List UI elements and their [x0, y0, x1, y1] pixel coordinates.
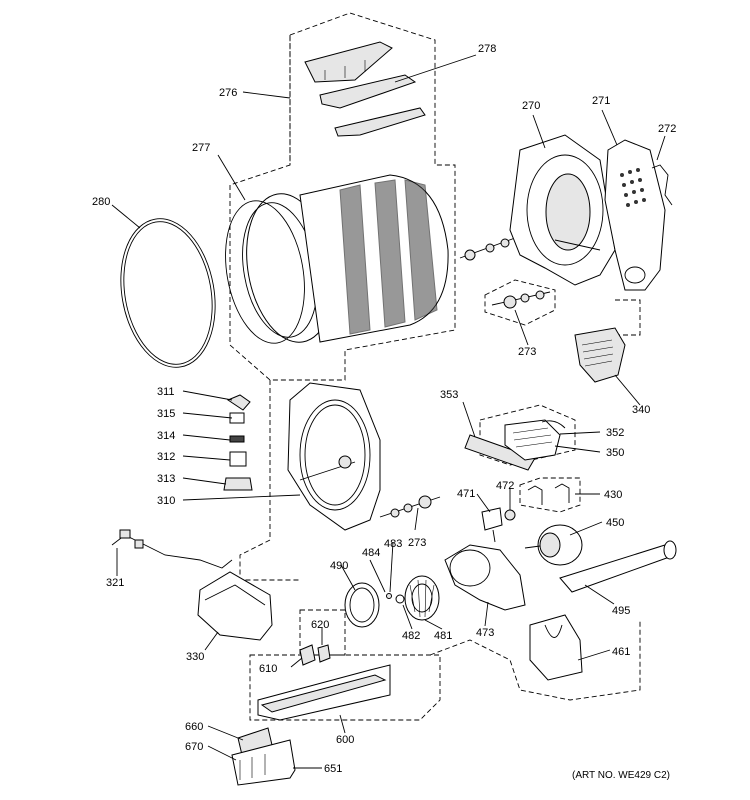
label-670: 670	[185, 741, 203, 753]
label-276: 276	[219, 87, 237, 99]
motor-bracket	[527, 483, 570, 505]
leader-lines	[111, 54, 666, 769]
label-330: 330	[186, 651, 204, 663]
rear-bulkhead	[509, 134, 616, 286]
label-271: 271	[592, 95, 610, 107]
label-312: 312	[157, 451, 175, 463]
label-313: 313	[157, 473, 175, 485]
blower-seal	[344, 582, 380, 628]
thermostat	[481, 507, 516, 543]
heater-assembly	[464, 419, 561, 471]
blower-housing	[444, 544, 526, 611]
label-651: 651	[324, 763, 342, 775]
heater-clip	[541, 420, 566, 429]
label-311: 311	[157, 386, 175, 398]
blower-wheel	[404, 575, 440, 621]
label-495: 495	[612, 605, 630, 617]
rear-bearing	[459, 237, 516, 261]
label-481: 481	[434, 630, 452, 642]
label-472: 472	[496, 480, 514, 492]
drum-baffles	[304, 41, 426, 137]
label-270: 270	[522, 100, 540, 112]
label-490: 490	[330, 560, 348, 572]
label-272: 272	[658, 123, 676, 135]
thermistor-wire	[651, 164, 673, 206]
label-321: 321	[106, 577, 124, 589]
nut	[386, 593, 392, 599]
exhaust-duct	[197, 571, 273, 641]
label-430: 430	[604, 489, 622, 501]
label-450: 450	[606, 517, 624, 529]
label-471: 471	[457, 488, 475, 500]
label-315: 315	[157, 408, 175, 420]
drive-motor	[524, 524, 583, 566]
bearing-kit-upper	[491, 290, 551, 309]
label-353: 353	[440, 389, 458, 401]
label-273-lower: 273	[408, 537, 426, 549]
washer	[395, 594, 405, 604]
label-314: 314	[157, 430, 175, 442]
label-600: 600	[336, 734, 354, 746]
duct-clips	[299, 644, 331, 666]
wire-harness	[111, 529, 233, 569]
drive-belt	[120, 218, 216, 368]
base-bracket	[231, 727, 296, 786]
label-273-upper: 273	[518, 346, 536, 358]
label-277: 277	[192, 142, 210, 154]
part-labels: 276 278 277 280 270 271 272 273 340 311 …	[92, 43, 676, 781]
label-340: 340	[632, 404, 650, 416]
idler-assembly	[223, 394, 253, 491]
assembly-boundaries	[229, 12, 641, 721]
label-473: 473	[476, 627, 494, 639]
art-number: (ART NO. WE429 C2)	[572, 770, 670, 781]
bearing-kit-lower	[379, 495, 441, 518]
label-461: 461	[612, 646, 630, 658]
rear-duct-cover	[604, 139, 666, 291]
dryer-drum	[225, 174, 449, 344]
label-352: 352	[606, 427, 624, 439]
motor-mount	[529, 614, 583, 681]
label-620: 620	[311, 619, 329, 631]
label-482: 482	[402, 630, 420, 642]
label-610: 610	[259, 663, 277, 675]
label-278: 278	[478, 43, 496, 55]
label-660: 660	[185, 721, 203, 733]
label-350: 350	[606, 447, 624, 459]
lint-filter	[574, 327, 626, 383]
motor-shaft	[559, 540, 677, 593]
label-280: 280	[92, 196, 110, 208]
lint-duct	[257, 664, 391, 721]
front-bulkhead	[287, 382, 381, 531]
label-483: 483	[384, 538, 402, 550]
label-484: 484	[362, 547, 380, 559]
label-310: 310	[157, 495, 175, 507]
